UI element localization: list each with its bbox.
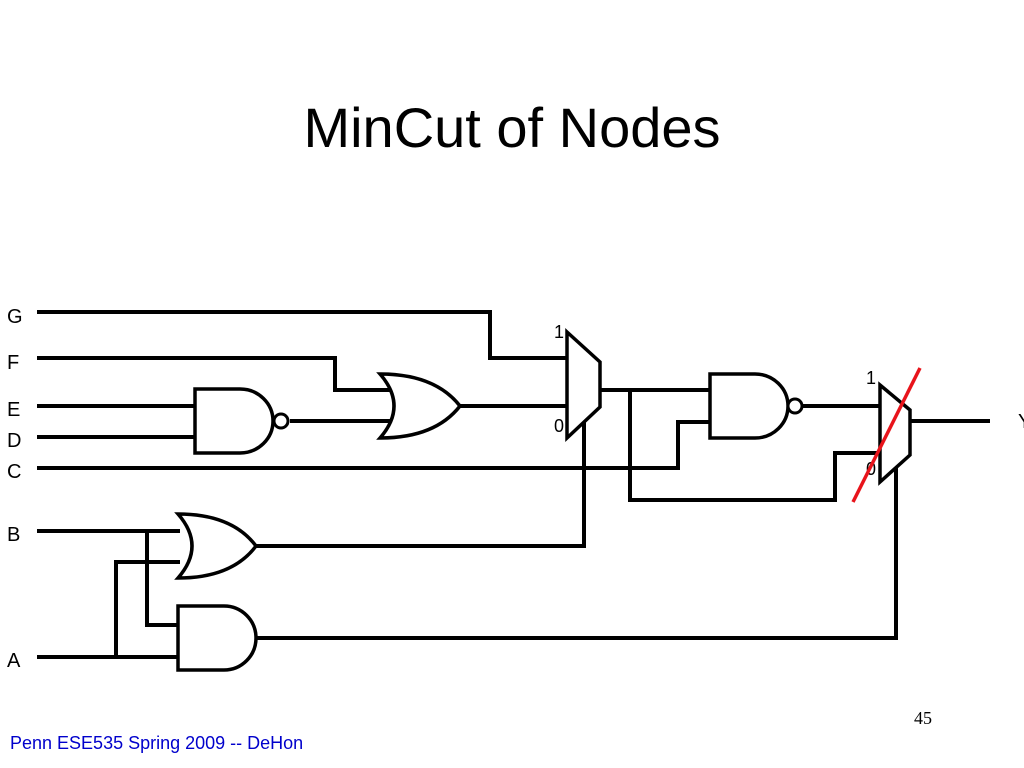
and-gate-ab	[176, 604, 258, 672]
footer: Penn ESE535 Spring 2009 -- DeHon	[10, 733, 304, 753]
mux-1-label-0: 0	[554, 416, 564, 436]
nand-gate-ed	[193, 387, 275, 455]
slide-title: MinCut of Nodes	[303, 96, 721, 159]
mux-1	[565, 328, 602, 443]
input-label-e: E	[7, 399, 20, 421]
nand-bubble-2	[786, 397, 804, 415]
or-gate-ab	[174, 512, 259, 580]
input-label-f: F	[7, 352, 19, 374]
nand-bubble-ed	[272, 412, 290, 430]
output-label-y: Y	[1018, 411, 1024, 433]
wires	[37, 310, 990, 659]
input-label-b: B	[7, 524, 20, 546]
mux-1-label-1: 1	[554, 322, 564, 342]
input-label-c: C	[7, 461, 21, 483]
input-label-d: D	[7, 430, 21, 452]
or-gate-f	[376, 372, 463, 440]
nand-gate-2	[708, 372, 790, 440]
input-label-g: G	[7, 306, 23, 328]
mux-2-label-1: 1	[866, 368, 876, 388]
input-label-a: A	[7, 650, 21, 672]
cut-line	[851, 367, 922, 503]
page-number: 45	[914, 708, 932, 728]
